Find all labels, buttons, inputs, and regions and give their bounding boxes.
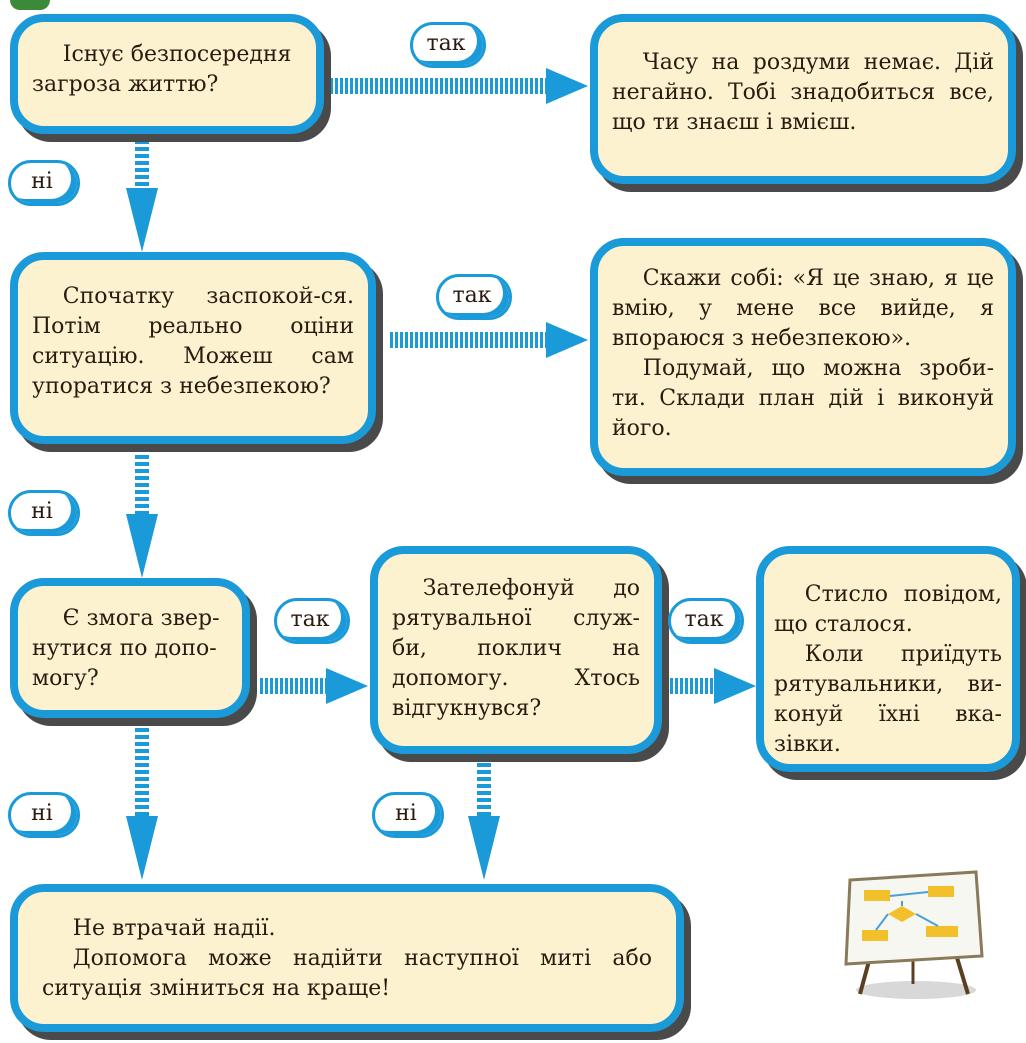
arrow-yes-1-shaft: [330, 78, 546, 94]
node-act-now-text: Часу на роздуми немає. Дій негайно. Тобі…: [612, 50, 994, 135]
label-yes-1-text: так: [426, 30, 466, 56]
node-report: Стисло повідом, що сталося. Коли приїдут…: [756, 546, 1020, 772]
node-threat-text: Існує безпосередня загроза життю?: [32, 42, 292, 97]
node-ask-help: Є змога звер-нутися по допо-могу?: [10, 578, 250, 718]
arrow-yes-2-head: [546, 322, 588, 358]
arrow-yes-1-head: [546, 68, 588, 104]
node-hope-text-1: Не втрачай надії.: [72, 916, 276, 941]
node-act-now: Часу на роздуми немає. Дій негайно. Тобі…: [590, 14, 1016, 184]
green-logo-icon: [10, 0, 50, 10]
flowchart-easel-icon: [844, 870, 984, 999]
node-hope: Не втрачай надії. Допомога може надійти …: [10, 884, 684, 1032]
label-no-3: ні: [8, 792, 80, 838]
arrow-no-2-shaft: [135, 448, 149, 514]
arrow-no-4-shaft: [477, 758, 491, 816]
node-calm-down: Спочатку заспокой-ся. Потім реально оцін…: [10, 252, 376, 444]
node-self-talk-text-2: Подумай, що можна зроби-ти. Склади план …: [612, 356, 994, 441]
node-ask-help-text: Є змога звер-нутися по допо-могу?: [32, 606, 220, 691]
arrow-yes-4-shaft: [668, 678, 714, 694]
node-threat: Існує безпосередня загроза життю?: [10, 14, 324, 134]
label-yes-4-text: так: [684, 606, 724, 632]
arrow-no-2-head: [126, 514, 158, 578]
label-yes-3: так: [274, 598, 350, 644]
label-no-4: ні: [372, 792, 444, 838]
label-yes-3-text: так: [290, 606, 330, 632]
arrow-no-3-head: [126, 816, 158, 880]
node-report-text-2: Коли приїдуть рятувальники, ви-конуй їхн…: [774, 642, 1002, 757]
arrow-yes-4-head: [714, 668, 756, 704]
node-call-rescue: Зателефонуй до рятувальної служ-би, покл…: [370, 546, 662, 754]
label-no-4-text: ні: [395, 800, 417, 826]
node-call-rescue-text: Зателефонуй до рятувальної служ-би, покл…: [392, 576, 640, 721]
node-report-text-1: Стисло повідом, що сталося.: [774, 582, 1002, 637]
arrows: [126, 68, 756, 880]
label-no-2-text: ні: [31, 498, 53, 524]
label-yes-4: так: [668, 598, 744, 644]
arrow-yes-3-head: [326, 668, 368, 704]
label-yes-2: так: [436, 274, 512, 320]
label-no-1-text: ні: [31, 168, 53, 194]
arrow-yes-2-shaft: [388, 332, 546, 348]
arrow-no-1-head: [126, 188, 158, 252]
label-yes-2-text: так: [452, 282, 492, 308]
arrow-no-1-shaft: [135, 140, 149, 188]
label-no-1: ні: [8, 160, 80, 206]
arrow-no-3-shaft: [135, 724, 149, 816]
node-calm-down-text: Спочатку заспокой-ся. Потім реально оцін…: [32, 284, 354, 399]
label-no-3-text: ні: [31, 800, 53, 826]
node-self-talk: Скажи собі: «Я це знаю, я це вмію, у мен…: [590, 238, 1016, 476]
label-yes-1: так: [410, 22, 486, 68]
arrow-no-4-head: [468, 816, 500, 880]
node-hope-text-2: Допомога може надійти наступної миті або…: [42, 946, 652, 1001]
node-self-talk-text-1: Скажи собі: «Я це знаю, я це вмію, у мен…: [612, 266, 994, 351]
label-no-2: ні: [8, 490, 80, 536]
arrow-yes-3-shaft: [258, 678, 326, 694]
